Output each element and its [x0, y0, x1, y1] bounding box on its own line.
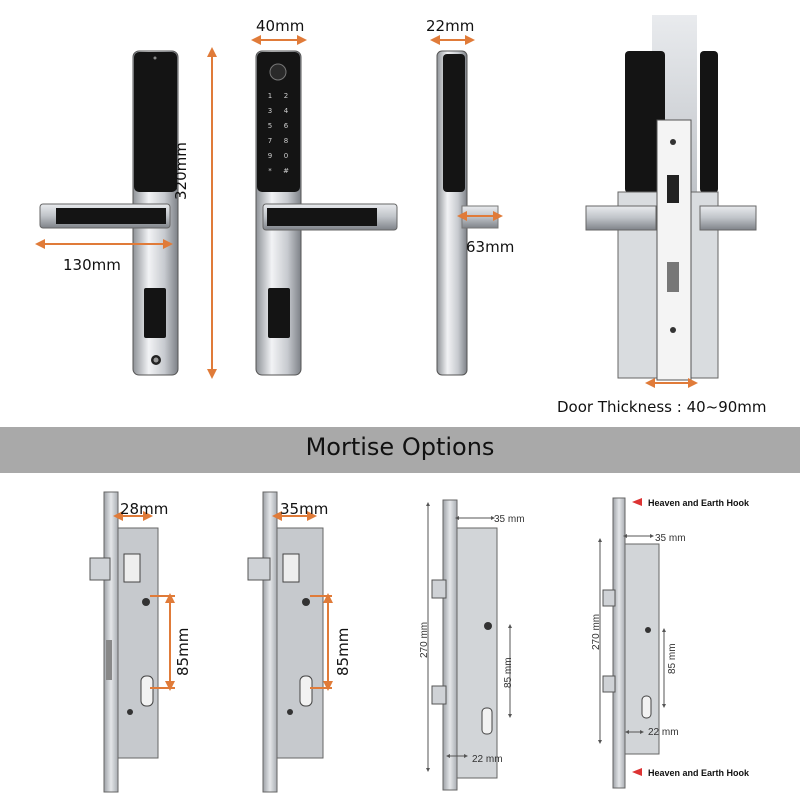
overall-height-label: 320mm — [172, 142, 190, 200]
mortise-4-height-label: 270 mm — [591, 613, 602, 650]
mortise-2-centre-label: 85mm — [334, 627, 352, 676]
side-thickness-label: 22mm — [426, 17, 475, 35]
mortise-4-backset-label: 35 mm — [655, 533, 686, 544]
mortise-2-backset-label: 35mm — [280, 500, 329, 518]
mortise-heaven-earth — [602, 497, 660, 789]
lock-installed-view — [585, 15, 757, 381]
svg-text:8: 8 — [284, 137, 288, 145]
section-title: Mortise Options — [305, 433, 495, 461]
handle-width-label: 40mm — [256, 17, 305, 35]
mortise-3-height-label: 270 mm — [419, 621, 430, 658]
mortise-options-illustration — [89, 491, 666, 793]
svg-text:1: 1 — [268, 92, 272, 100]
mortise-4-bottom-label: 22 mm — [648, 727, 679, 738]
mortise-4-hook-bottom-label: Heaven and Earth Hook — [648, 768, 750, 778]
door-thickness-label: Door Thickness : 40~90mm — [557, 398, 767, 416]
mortise-4-hook-top-label: Heaven and Earth Hook — [648, 498, 750, 508]
section-banner — [0, 427, 800, 473]
svg-text:9: 9 — [268, 152, 272, 160]
svg-text:6: 6 — [284, 122, 289, 130]
mortise-270mm — [431, 499, 498, 791]
mortise-4-centre-label: 85 mm — [667, 643, 678, 674]
mortise-3-centre-label: 85 mm — [503, 657, 514, 688]
svg-text:#: # — [283, 167, 289, 175]
svg-text:4: 4 — [284, 107, 289, 115]
lock-front-view-plain — [39, 50, 179, 376]
svg-text:3: 3 — [268, 107, 272, 115]
lock-front-view-keypad: 1 2 3 4 5 6 7 8 9 0 * # — [255, 50, 398, 376]
svg-text:2: 2 — [284, 92, 288, 100]
svg-text:0: 0 — [284, 152, 288, 160]
handle-length-label: 130mm — [63, 256, 121, 274]
lock-side-view — [436, 50, 499, 376]
mortise-1-centre-label: 85mm — [174, 627, 192, 676]
dimension-lines — [35, 35, 698, 388]
mortise-1-backset-label: 28mm — [120, 500, 169, 518]
svg-text:*: * — [268, 167, 272, 175]
mortise-3-bottom-label: 22 mm — [472, 754, 503, 765]
handle-projection-label: 63mm — [466, 238, 515, 256]
svg-text:7: 7 — [268, 137, 272, 145]
mortise-35mm — [247, 491, 324, 793]
mortise-3-backset-label: 35 mm — [494, 514, 525, 525]
mortise-28mm — [89, 491, 159, 793]
lock-product-illustration: 1 2 3 4 5 6 7 8 9 0 * # — [35, 15, 757, 388]
svg-text:5: 5 — [268, 122, 272, 130]
